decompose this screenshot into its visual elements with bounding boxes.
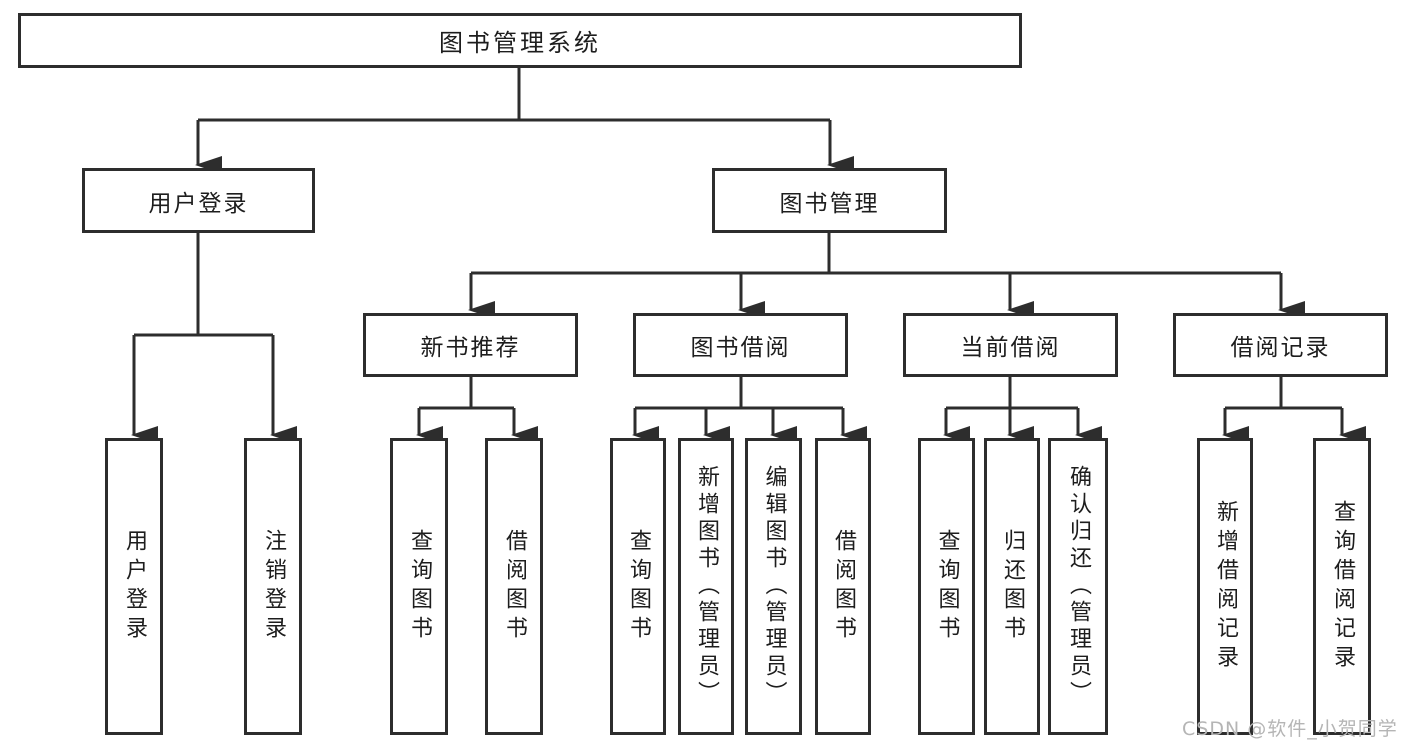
connector-lines [134,68,1342,410]
node-borrowing-records: 借阅记录 [1173,313,1388,377]
leaf-records-query-record: 查询借阅记录 [1313,438,1371,735]
leaf-current-query-books: 查询图书 [918,438,975,735]
leaf-current-confirm-return-admin: 确认归还（管理员） [1048,438,1108,735]
leaf-user-login: 用户登录 [105,438,163,735]
node-new-book-recommendation: 新书推荐 [363,313,578,377]
leaf-records-add-record: 新增借阅记录 [1197,438,1253,735]
leaf-user-logout: 注销登录 [244,438,302,735]
watermark: CSDN @软件_小贺同学 [1182,718,1398,740]
leaf-recommend-query-books: 查询图书 [390,438,448,735]
node-current-borrowing: 当前借阅 [903,313,1118,377]
node-book-borrowing: 图书借阅 [633,313,848,377]
leaf-current-return-books: 归还图书 [984,438,1040,735]
leaf-borrowing-add-books-admin: 新增图书（管理员） [678,438,734,735]
node-library-system: 图书管理系统 [18,13,1022,68]
leaf-borrowing-edit-books-admin: 编辑图书（管理员） [745,438,802,735]
leaf-borrowing-borrow-books: 借阅图书 [815,438,871,735]
leaf-recommend-borrow-books: 借阅图书 [485,438,543,735]
connector-arrows [131,120,1366,444]
leaf-borrowing-query-books: 查询图书 [610,438,666,735]
node-book-management-branch: 图书管理 [712,168,947,233]
node-user-login-branch: 用户登录 [82,168,315,233]
